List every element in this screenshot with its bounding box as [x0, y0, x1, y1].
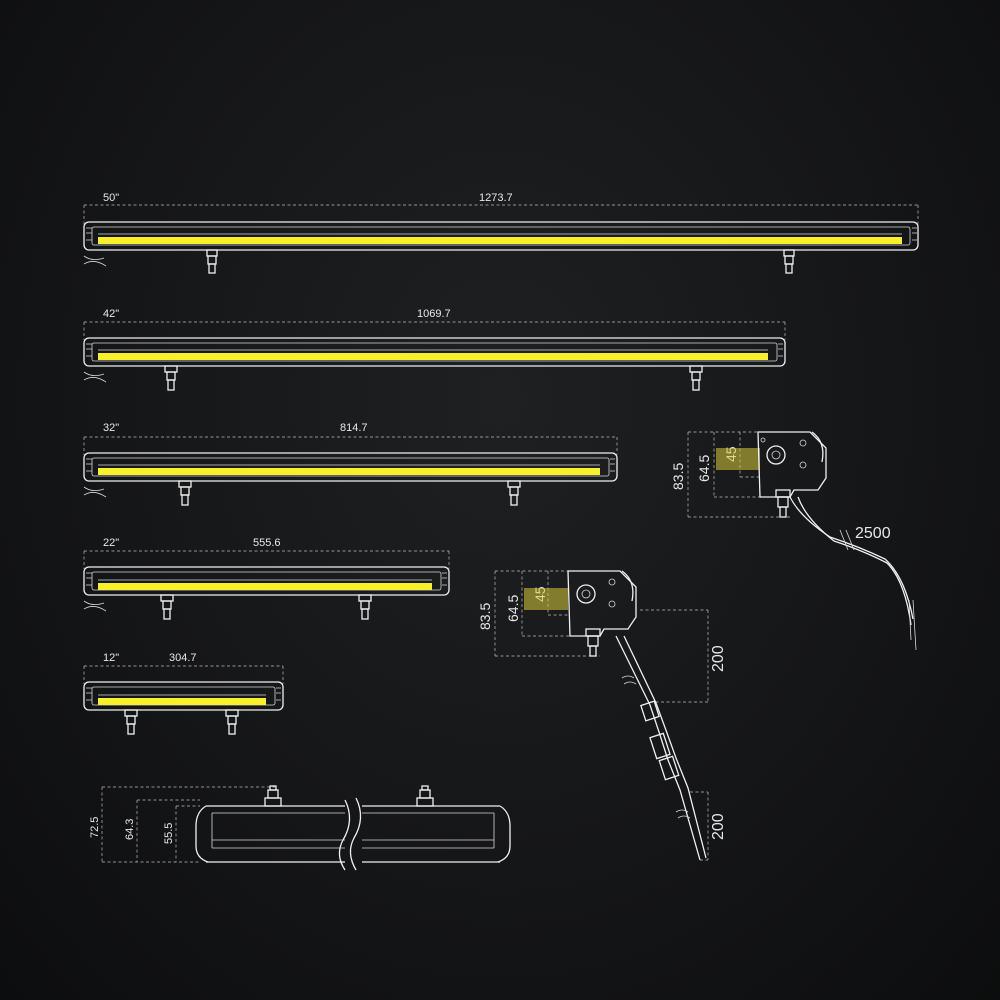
bar-22-length-label: 555.6	[253, 537, 281, 549]
bar-22-inch-label: 22"	[103, 537, 119, 549]
bar-12-length-label: 304.7	[169, 652, 197, 664]
profile-view-right: 83.5 64.5 45 2500	[670, 431, 917, 651]
left-height-total-label: 83.5	[477, 603, 493, 630]
bar-32-length-label: 814.7	[340, 422, 368, 434]
cable-length-label: 2500	[855, 525, 891, 542]
right-height-mid-label: 64.5	[696, 455, 712, 482]
light-bar-22: 22" 555.6	[83, 537, 450, 620]
light-bar-50: 50" 1273.7	[83, 192, 919, 274]
light-bar-32: 32" 814.7	[83, 422, 618, 506]
side-height-2-label: 64.3	[124, 819, 136, 840]
light-bar-42: 42" 1069.7	[83, 308, 786, 391]
bar-42-length-label: 1069.7	[417, 308, 451, 320]
side-height-1-label: 72.5	[89, 817, 101, 838]
side-height-3-label: 55.5	[163, 823, 175, 844]
light-bar-12: 12" 304.7	[83, 652, 284, 735]
bar-32-inch-label: 32"	[103, 422, 119, 434]
profile-view-left: 83.5 64.5 45 200 200	[477, 570, 727, 861]
right-height-total-label: 83.5	[670, 463, 686, 490]
bar-42-inch-label: 42"	[103, 308, 119, 320]
cable-segment-2-label: 200	[710, 813, 727, 840]
bar-12-inch-label: 12"	[103, 652, 119, 664]
side-view: 72.5 64.3 55.5	[89, 785, 511, 871]
bar-50-inch-label: 50"	[103, 192, 119, 204]
left-height-mid-label: 64.5	[505, 595, 521, 622]
cable-segment-1-label: 200	[710, 645, 727, 672]
bar-50-length-label: 1273.7	[479, 192, 513, 204]
